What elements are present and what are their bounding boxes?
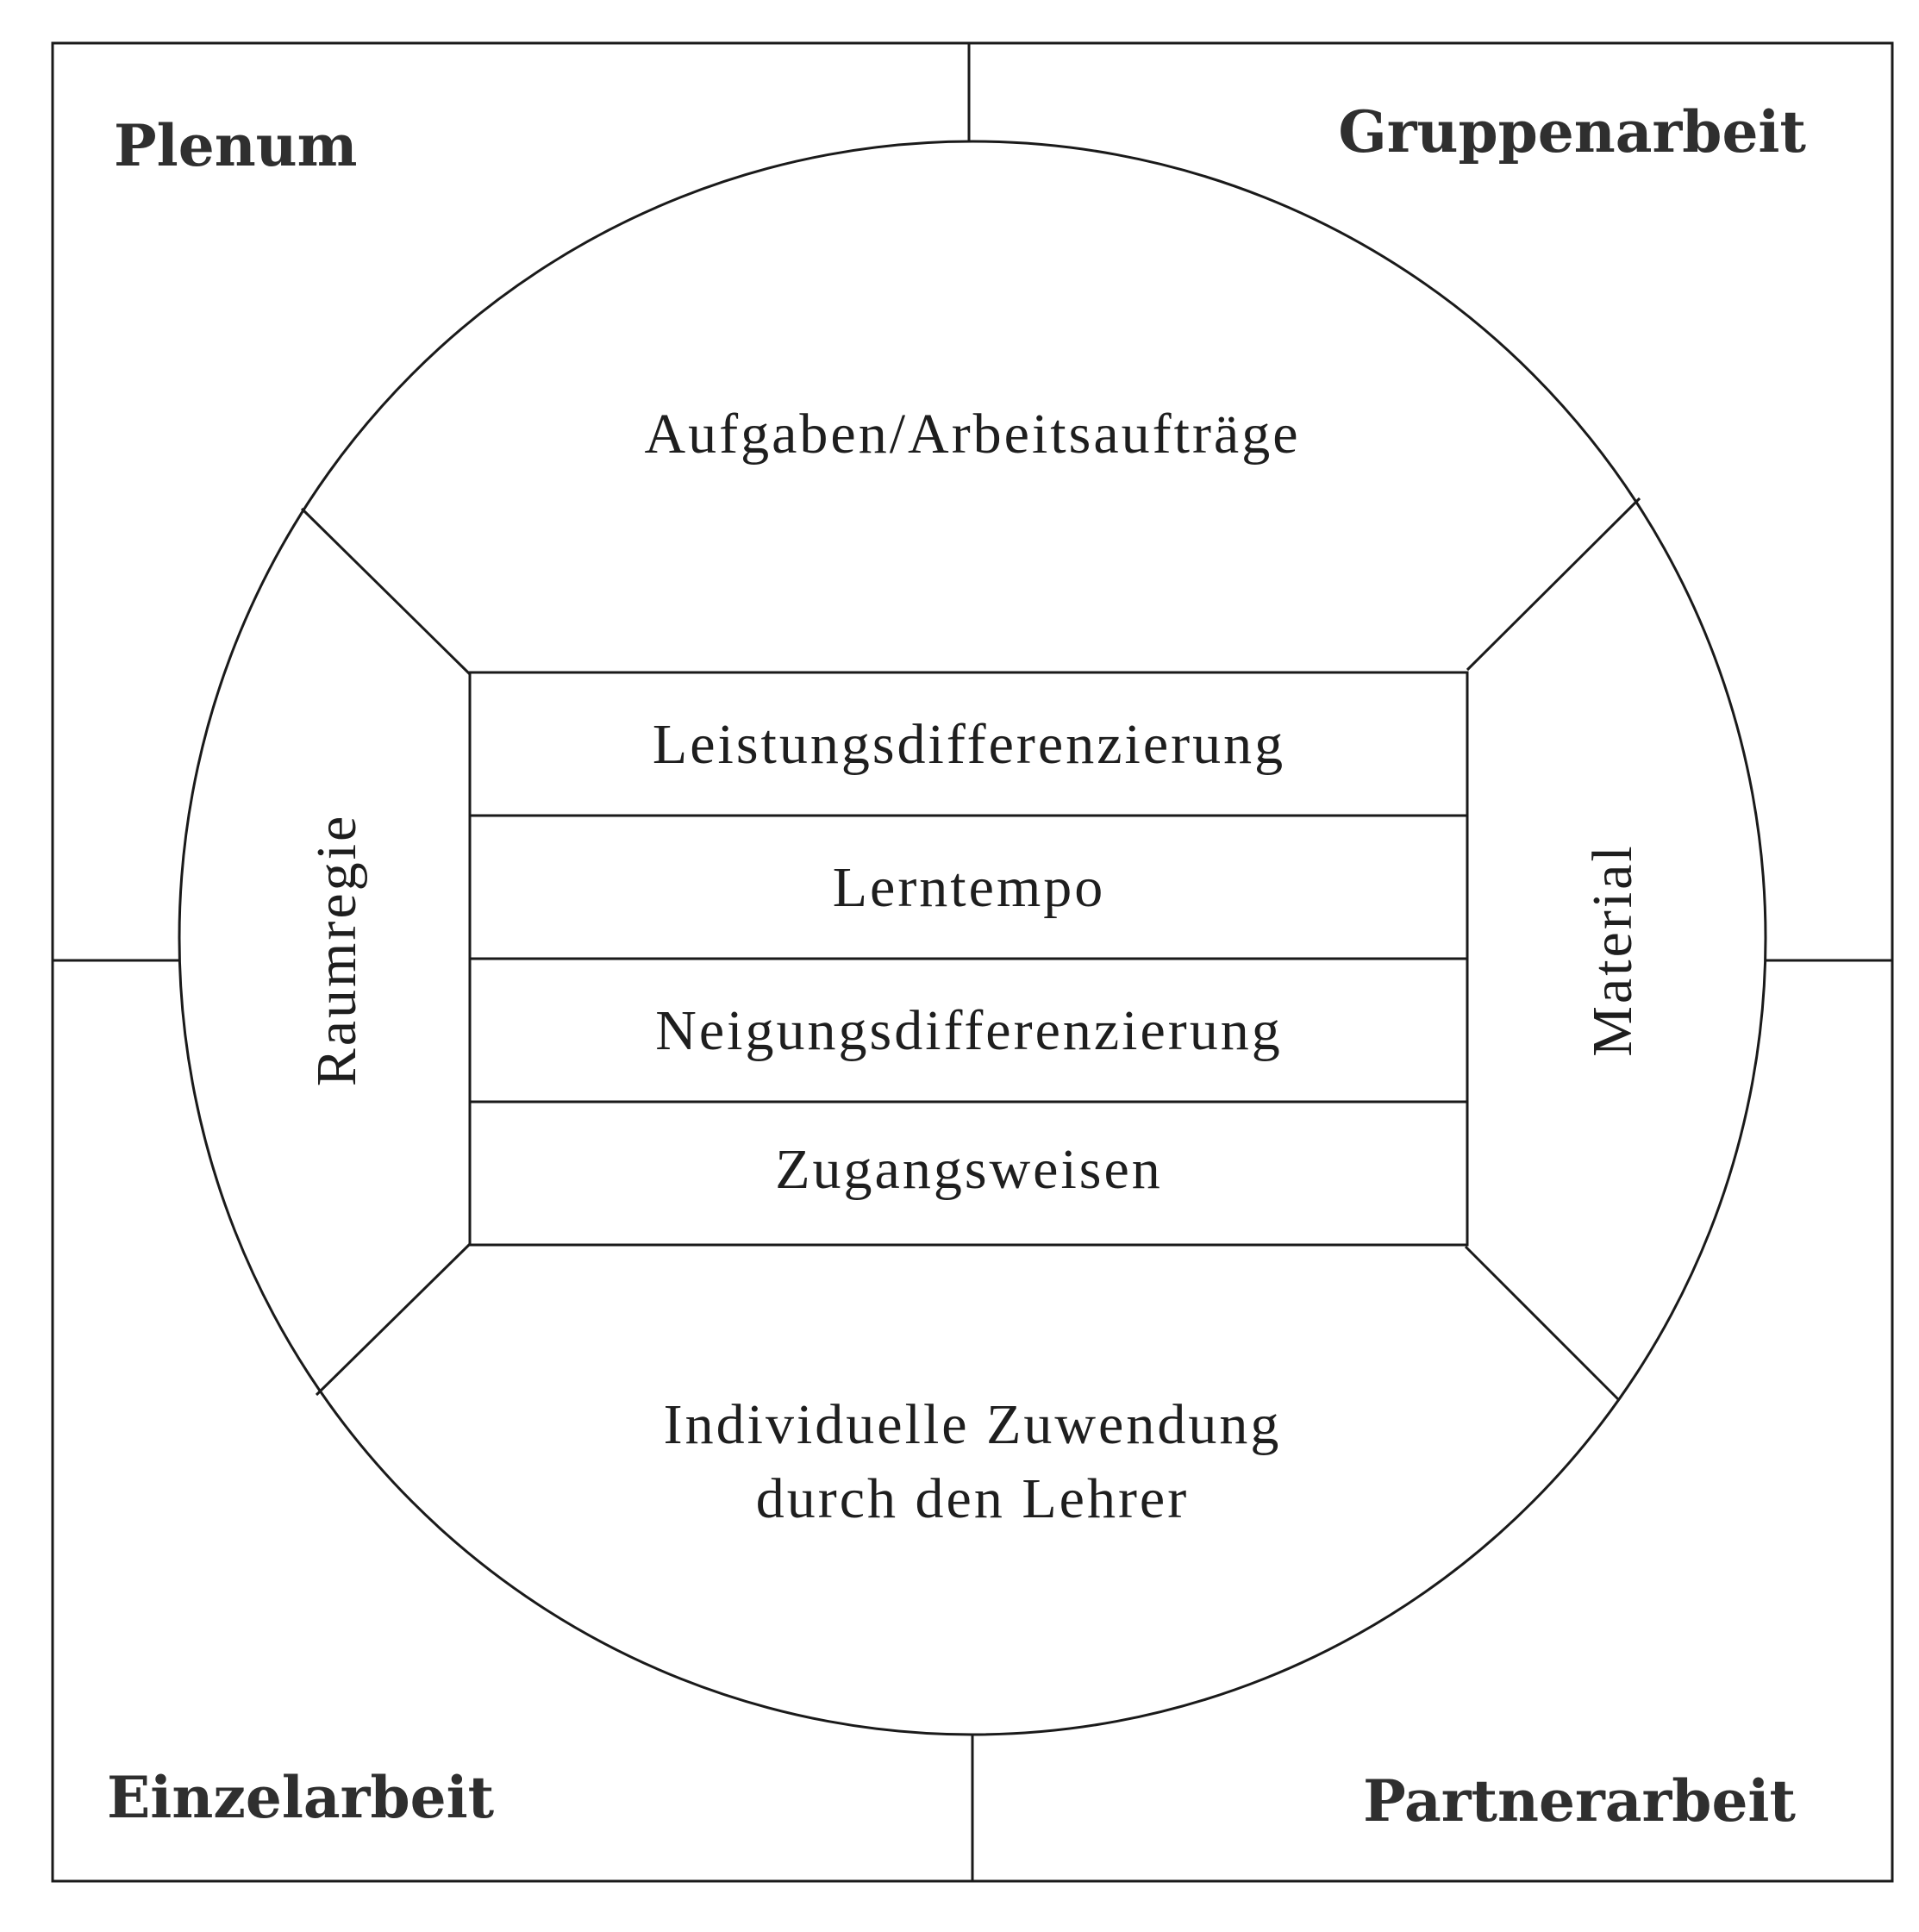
area-label-bottom-line1: Individuelle Zuwendung [664,1393,1282,1456]
central-circle [178,140,1767,1736]
corner-label-partnerarbeit: Partnerarbeit [1363,1767,1796,1835]
corner-label-gruppenarbeit: Gruppenarbeit [1338,98,1806,166]
corner-label-plenum: Plenum [114,112,358,179]
area-label-bottom-line2: durch den Lehrer [756,1467,1189,1530]
corner-label-einzelarbeit: Einzelarbeit [107,1764,495,1831]
center-row-2: Lerntempo [833,856,1106,919]
area-label-top: Aufgaben/Arbeitsaufträge [644,403,1300,466]
spoke-bottom-right [1464,1245,1620,1401]
area-label-left: Raumregie [305,814,368,1087]
spoke-top-left [300,507,472,676]
spoke-top-right [1466,497,1641,672]
center-row-3: Neigungsdifferenzierung [655,999,1283,1062]
center-row-1: Leistungsdifferenzierung [653,713,1285,776]
area-label-right: Material [1581,843,1644,1057]
center-row-4: Zugangsweisen [775,1138,1163,1201]
spoke-bottom-left [315,1242,472,1397]
